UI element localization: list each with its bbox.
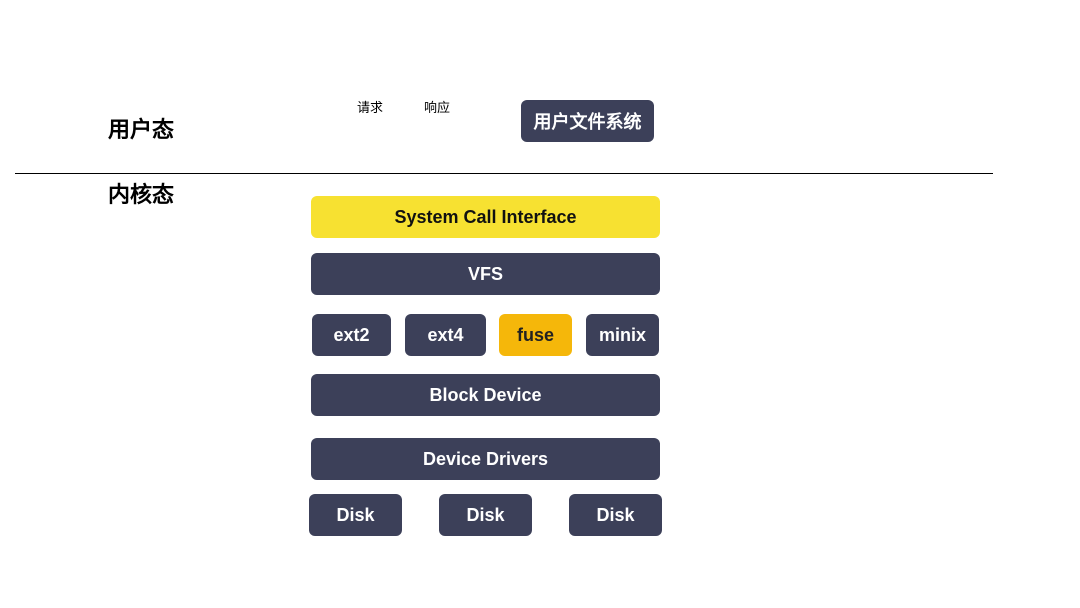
disk-box: Disk: [569, 494, 662, 536]
kernel-mode-label: 内核态: [108, 183, 175, 208]
ext4-box: ext4: [405, 314, 486, 356]
device-drivers-box: Device Drivers: [311, 438, 660, 480]
user-filesystem-box: 用户文件系统: [521, 100, 654, 142]
response-label: 响应: [424, 101, 451, 116]
disk-box: Disk: [309, 494, 402, 536]
user-kernel-divider: [15, 173, 993, 174]
user-mode-label: 用户态: [108, 118, 175, 143]
fuse-box: fuse: [499, 314, 572, 356]
system-call-interface-box: System Call Interface: [311, 196, 660, 238]
vfs-box: VFS: [311, 253, 660, 295]
ext2-box: ext2: [312, 314, 391, 356]
disk-box: Disk: [439, 494, 532, 536]
request-label: 请求: [357, 101, 384, 116]
minix-box: minix: [586, 314, 659, 356]
block-device-box: Block Device: [311, 374, 660, 416]
